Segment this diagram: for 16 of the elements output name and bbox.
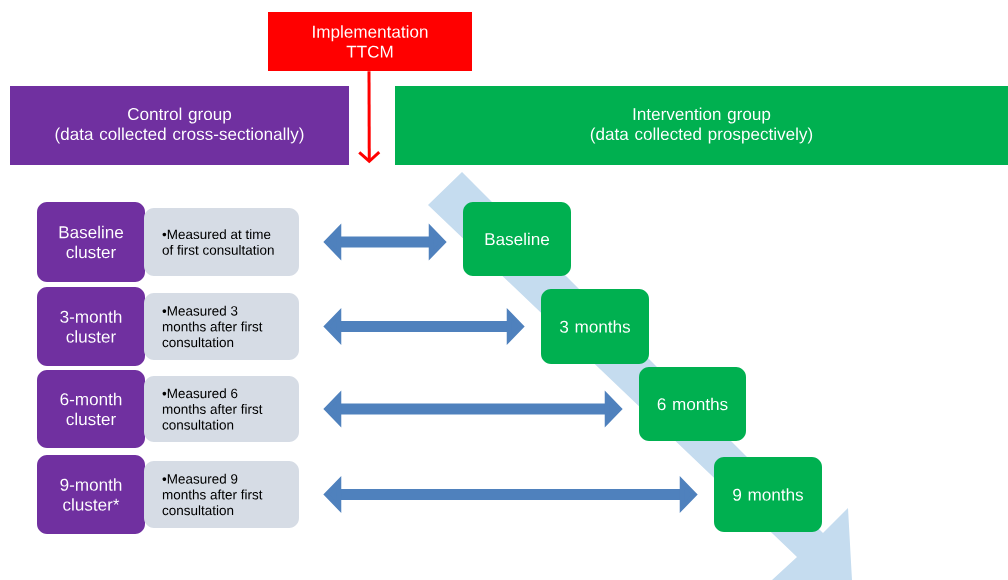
- description-box: •Measured 3 months after first consultation: [144, 293, 299, 360]
- arrow: [358, 71, 381, 164]
- implementation-box: Implementation TTCM: [268, 12, 472, 71]
- timepoint-box: 3 months: [541, 289, 649, 364]
- description-box: •Measured 9 months after first consultation: [144, 461, 299, 528]
- cluster-box: 3-month cluster: [37, 287, 145, 366]
- timepoint-box: 6 months: [639, 367, 746, 441]
- description-box: •Measured at time of first consultation: [144, 208, 299, 276]
- timepoint-box: 9 months: [714, 457, 822, 532]
- cluster-box: Baseline cluster: [37, 202, 145, 282]
- description-box: •Measured 6 months after first consultation: [144, 376, 299, 442]
- cluster-box: 6-month cluster: [37, 370, 145, 448]
- cluster-box: 9-month cluster*: [37, 455, 145, 534]
- group-header: Control group (data collected cross-sectionally): [10, 86, 349, 165]
- timepoint-box: Baseline: [463, 202, 571, 276]
- group-header: Intervention group (data collected prospectively): [395, 86, 1008, 165]
